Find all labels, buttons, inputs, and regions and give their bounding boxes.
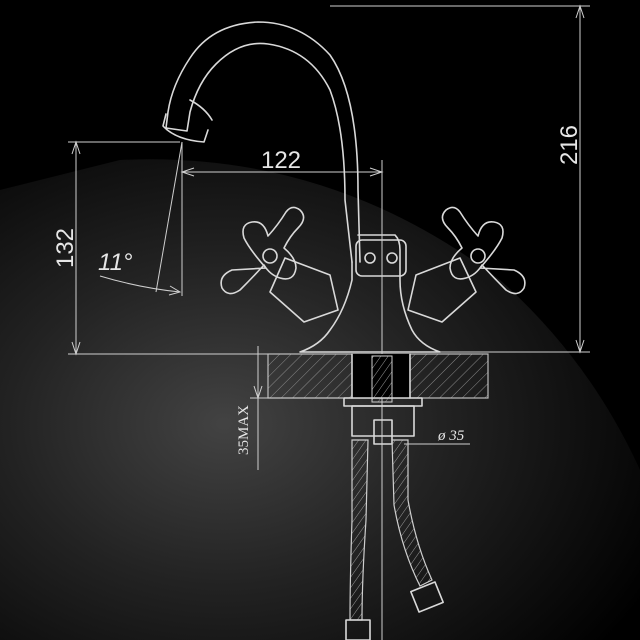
dimension-spout-angle: 11°: [98, 141, 183, 296]
hole-diameter-label: ø 35: [437, 428, 465, 444]
background-highlight: [0, 159, 640, 640]
faucet-spout: [162, 21, 361, 263]
right-cross-handle: [407, 206, 526, 323]
total-height-label: 216: [556, 125, 583, 165]
spout-height-label: 132: [52, 228, 79, 268]
counter-thickness-label: 35MAX: [236, 405, 252, 455]
dimension-spout-height: 132: [52, 140, 270, 356]
spout-reach-label: 122: [261, 147, 301, 174]
dimension-counter-thickness: 35MAX: [236, 346, 344, 470]
spout-angle-label: 11°: [98, 249, 133, 276]
mounting-shank: [343, 355, 470, 445]
right-supply-hose: [391, 439, 444, 613]
faucet-body: [299, 180, 441, 640]
dimension-total-height: 216: [330, 4, 590, 354]
left-supply-hose: [345, 439, 371, 640]
left-cross-handle: [220, 206, 339, 323]
